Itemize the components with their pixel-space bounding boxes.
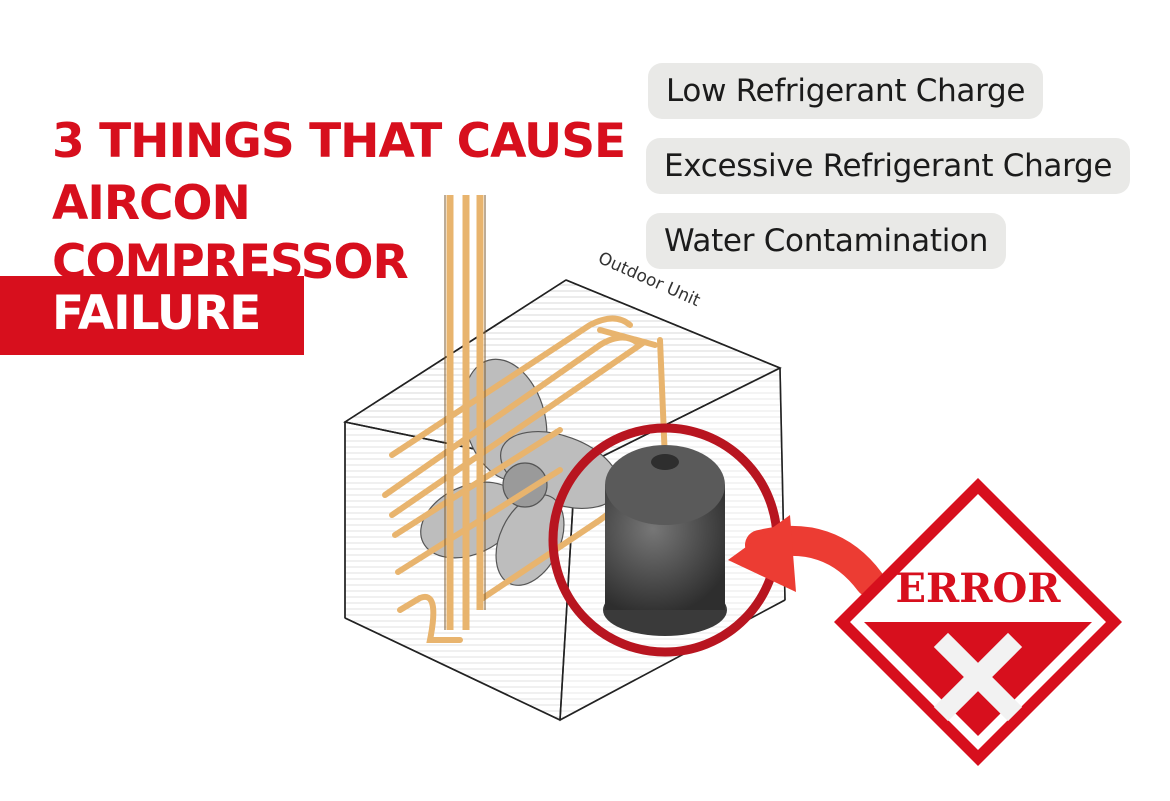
title-highlight-band bbox=[0, 276, 304, 355]
error-label: ERROR bbox=[895, 565, 1061, 612]
copper-pipe-vertical bbox=[446, 195, 484, 630]
cause-pill-excessive-refrigerant: Excessive Refrigerant Charge bbox=[646, 138, 1131, 194]
page-title-line-4: FAILURE bbox=[52, 286, 261, 341]
cause-pill-low-refrigerant: Low Refrigerant Charge bbox=[648, 63, 1044, 119]
curved-arrow-icon bbox=[728, 515, 885, 597]
page-title-line-3: COMPRESSOR bbox=[52, 235, 409, 290]
error-x-icon: ERROR bbox=[834, 478, 1122, 766]
cause-pill-water-contamination: Water Contamination bbox=[646, 213, 1007, 269]
page-title-line-1: 3 THINGS THAT CAUSE bbox=[52, 114, 626, 169]
page-title-line-2: AIRCON bbox=[52, 176, 251, 231]
compressor bbox=[603, 445, 727, 636]
